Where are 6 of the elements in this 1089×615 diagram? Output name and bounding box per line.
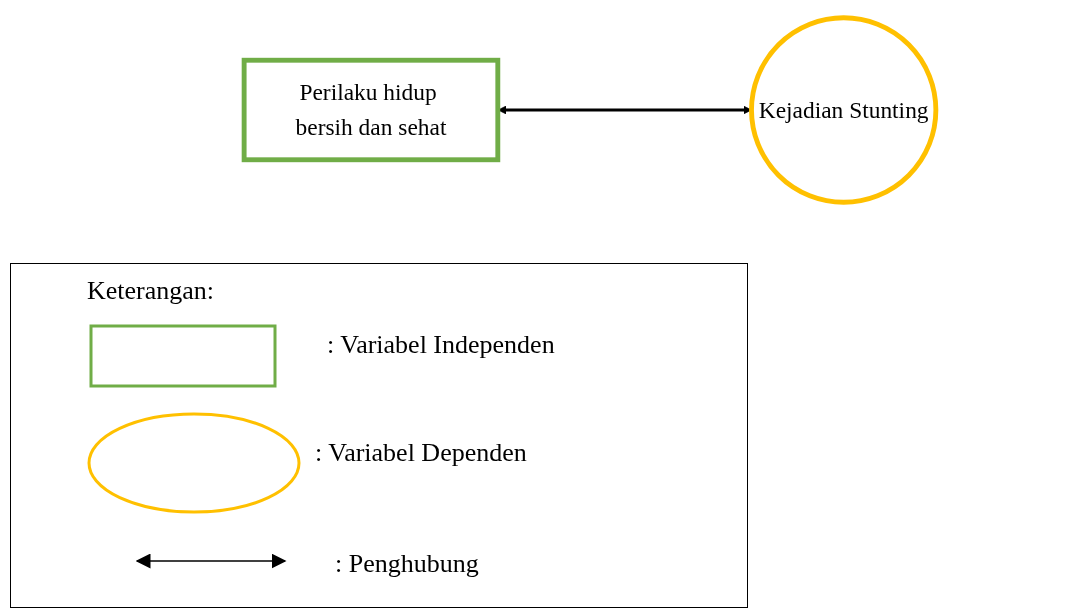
node-box: Perilaku hidup bersih dan sehat [241, 57, 501, 163]
legend-text: : Penghubung [335, 549, 479, 579]
legend-text: : Variabel Dependen [315, 438, 527, 468]
legend-heading: Keterangan: [87, 276, 215, 306]
legend-text: : Variabel Independen [327, 330, 555, 360]
node-circle: Kejadian Stunting [749, 15, 939, 205]
